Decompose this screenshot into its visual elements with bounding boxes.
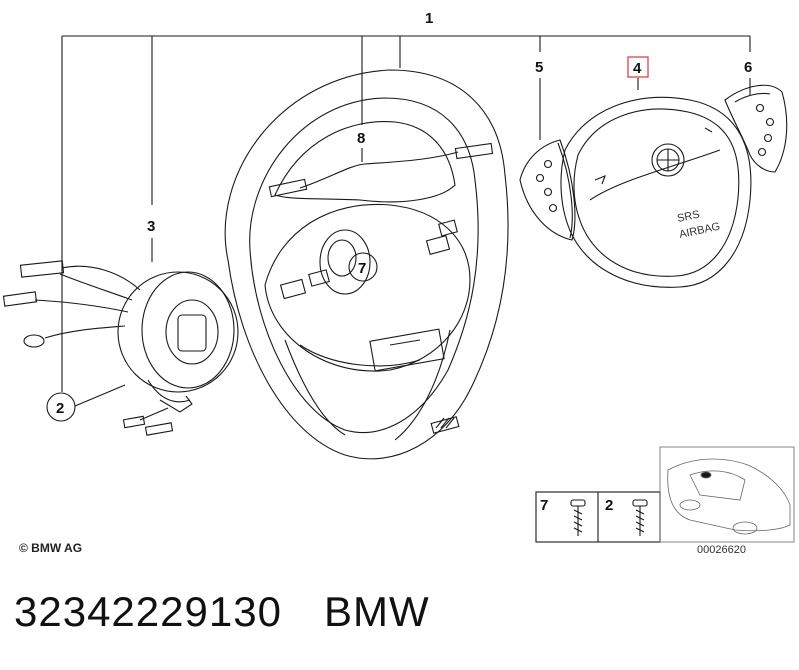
brand-name: BMW (323, 588, 430, 635)
label-part-4: 4 (633, 60, 642, 77)
leader-lines-part-1 (61, 35, 751, 407)
legend-label-7: 7 (540, 497, 548, 514)
steering-wheel (224, 69, 509, 460)
right-switch-cluster (724, 84, 788, 173)
part-number: 32342229130 (14, 588, 282, 635)
highlight-box-4 (627, 56, 649, 78)
label-part-5: 5 (535, 59, 543, 76)
vehicle-thumbnail (659, 446, 795, 543)
wire-harness (268, 142, 494, 198)
label-part-3: 3 (147, 218, 155, 235)
label-part-7: 7 (358, 260, 366, 277)
left-switch-cluster (519, 139, 576, 241)
caption: 32342229130 BMW (14, 588, 472, 636)
legend-label-2: 2 (605, 497, 613, 514)
copyright-notice: © BMW AG (19, 541, 83, 555)
callout-circle-7 (348, 252, 378, 282)
drawing-number: 00026620 (697, 544, 746, 556)
label-part-2: 2 (56, 400, 64, 417)
label-part-8: 8 (357, 130, 365, 147)
airbag-module (560, 96, 752, 288)
screw-legend-box (535, 491, 661, 543)
label-part-1: 1 (425, 10, 433, 27)
label-part-6: 6 (744, 59, 752, 76)
airbag-srs-text: SRS (676, 208, 701, 224)
slip-ring (2, 260, 239, 436)
callout-circle-2 (46, 392, 76, 422)
